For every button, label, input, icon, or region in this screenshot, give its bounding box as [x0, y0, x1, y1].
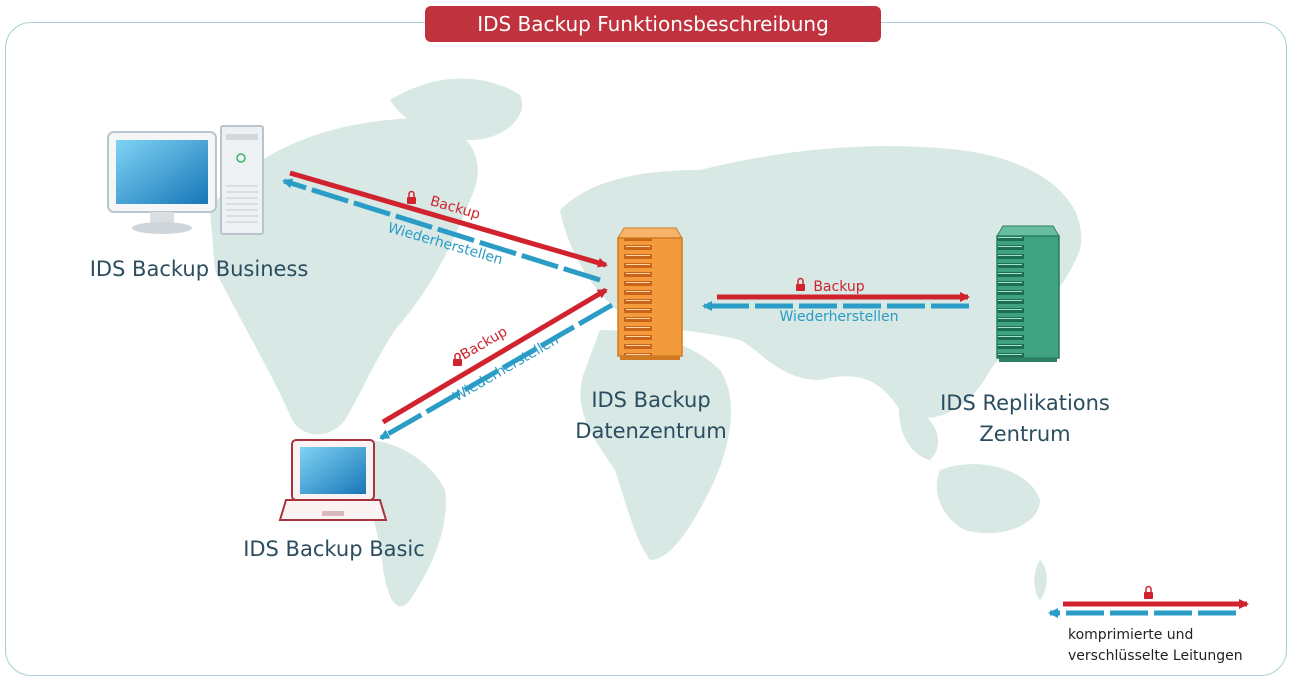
replication-backup-label: Backup [813, 279, 864, 295]
legend-text: komprimierte und verschlüsselte Leitunge… [1068, 625, 1243, 667]
laptop-icon [278, 439, 388, 521]
datacenter-label-line1: IDS Backup [591, 388, 711, 412]
link-datacenter-replication [702, 292, 970, 311]
backup-arrow-business [289, 170, 608, 268]
replication-label-line2: Zentrum [979, 422, 1071, 446]
server-rack-icon [996, 225, 1060, 362]
backup-arrow-basic [381, 287, 608, 425]
server-rack-icon [617, 227, 683, 360]
lock-icon [407, 190, 416, 204]
restore-arrow-business [282, 178, 601, 283]
replication-label-line1: IDS Replikations [940, 391, 1110, 415]
legend-line1: komprimierte und [1068, 627, 1194, 643]
legend-line2: verschlüsselte Leitungen [1068, 648, 1243, 664]
datacenter-label-line2: Datenzentrum [575, 419, 727, 443]
replication-restore-label: Wiederherstellen [780, 309, 899, 325]
lock-icon [1144, 585, 1153, 599]
basic-label: IDS Backup Basic [243, 537, 425, 561]
tower-pc-icon [220, 125, 264, 235]
lock-icon [453, 352, 462, 366]
link-basic-datacenter [379, 287, 614, 441]
restore-arrow-basic [379, 302, 614, 441]
business-label: IDS Backup Business [89, 257, 309, 281]
diagram-title: IDS Backup Funktionsbeschreibung [425, 6, 881, 42]
desktop-computer-icon [107, 131, 217, 234]
legend-arrows [1048, 599, 1249, 618]
lock-icon [796, 277, 805, 291]
link-business-datacenter [282, 170, 608, 283]
basic-restore-label: Wiederherstellen [450, 332, 561, 405]
basic-backup-label: Backup [458, 324, 511, 364]
